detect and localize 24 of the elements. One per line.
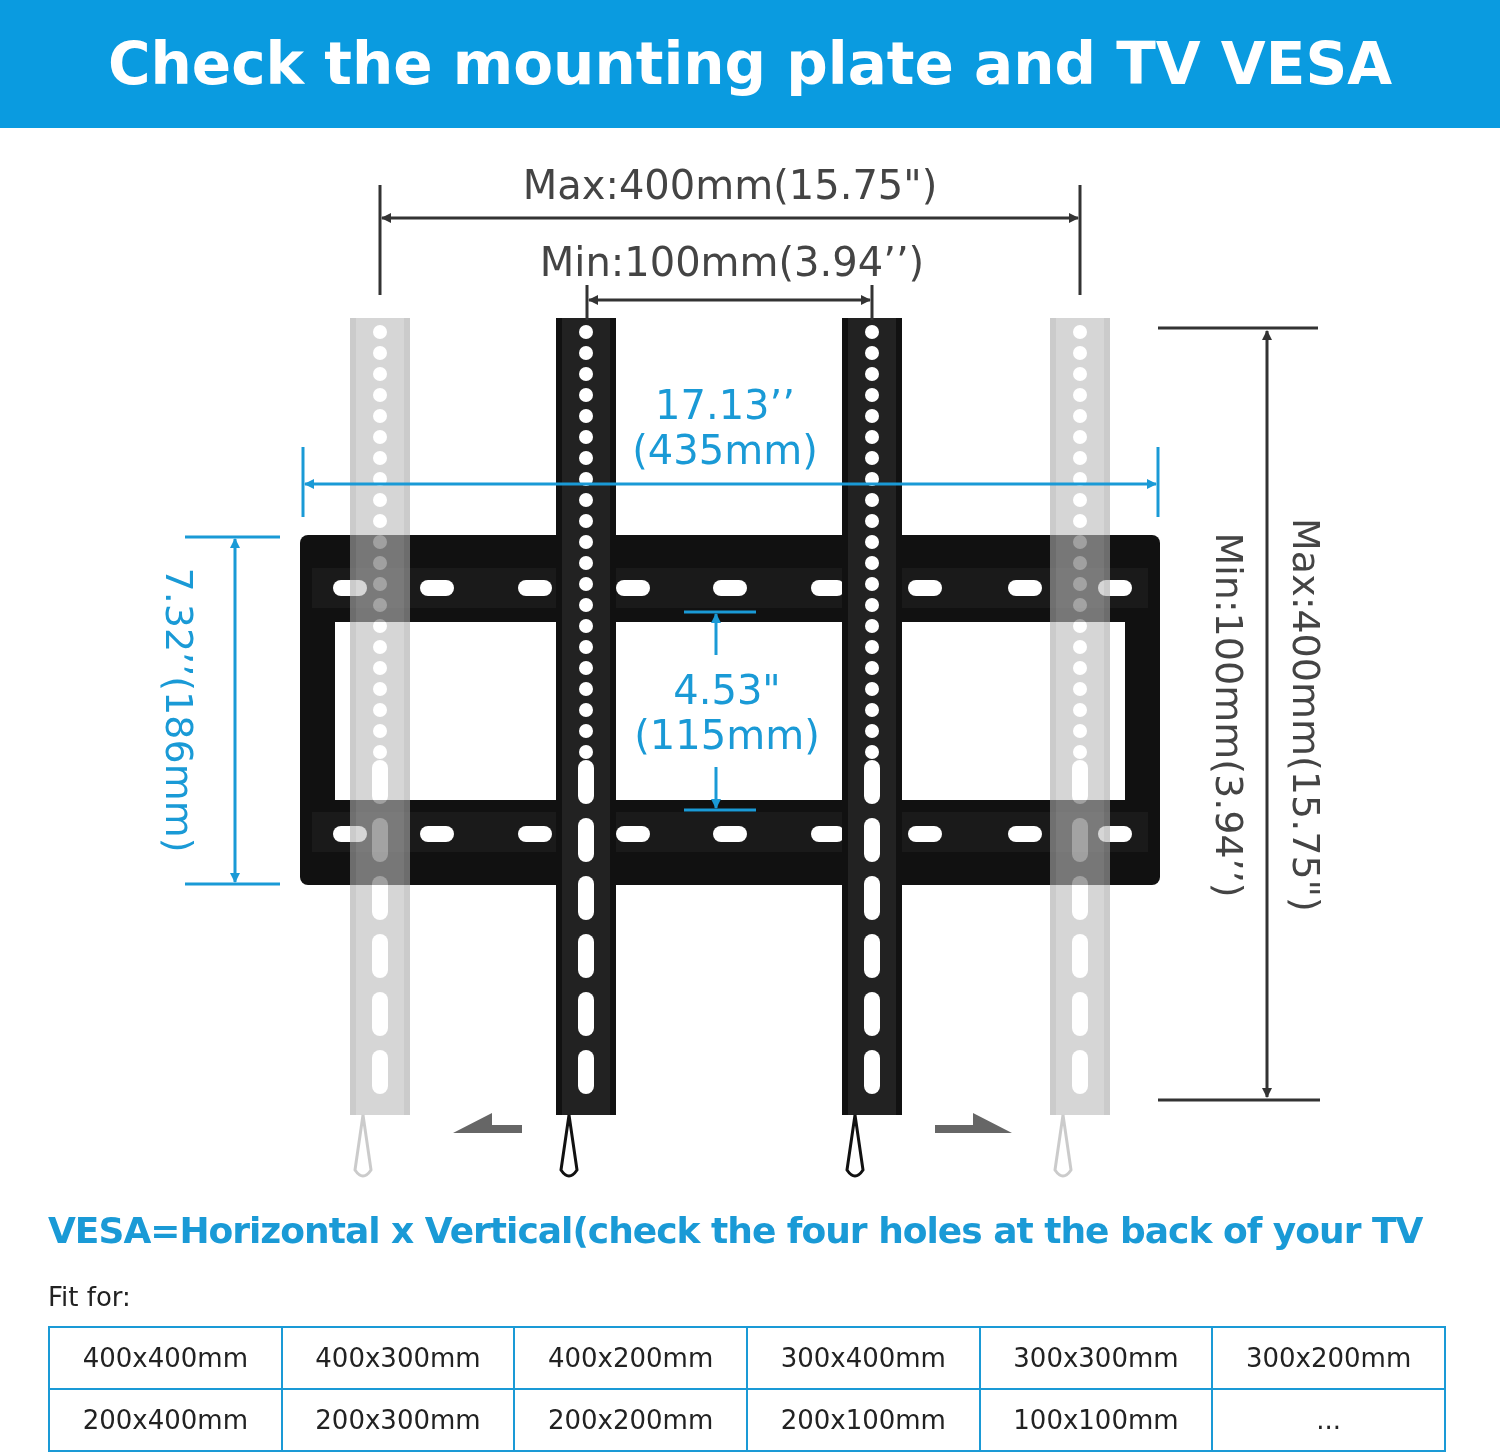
dimension-label: Min:100mm(3.94’’) [1207,532,1249,898]
dimension-label: Min:100mm(3.94’’) [539,240,925,284]
dimension-label: (435mm) [632,428,818,472]
dimension-label: 7.32’’(186mm) [157,567,199,853]
table-cell: 200x300mm [281,1389,515,1451]
table-heading: Fit for: [48,1282,131,1312]
table-cell: 300x400mm [746,1327,980,1389]
dimension-label: (115mm) [634,713,820,757]
table-cell: ... [1212,1389,1445,1451]
table-cell: 200x100mm [746,1389,980,1451]
title: Check the mounting plate and TV VESA [107,30,1393,98]
dimension-label: Max:400mm(15.75") [522,163,938,207]
table-cell: 300x300mm [979,1327,1213,1389]
table-cell: 400x400mm [49,1327,282,1389]
dimension-label: 4.53" [673,668,781,712]
note: VESA=Horizontal x Vertical(check the four holes at the back of your TV [48,1210,1423,1251]
table-cell: 400x200mm [514,1327,747,1389]
table-cell: 100x100mm [979,1389,1213,1451]
dimension-label: Max:400mm(15.75") [1284,518,1326,912]
dimension-label: 17.13’’ [655,383,795,427]
table-cell: 200x400mm [49,1389,282,1451]
table-cell: 200x200mm [514,1389,747,1451]
table-cell: 300x200mm [1212,1327,1445,1389]
table-cell: 400x300mm [281,1327,515,1389]
